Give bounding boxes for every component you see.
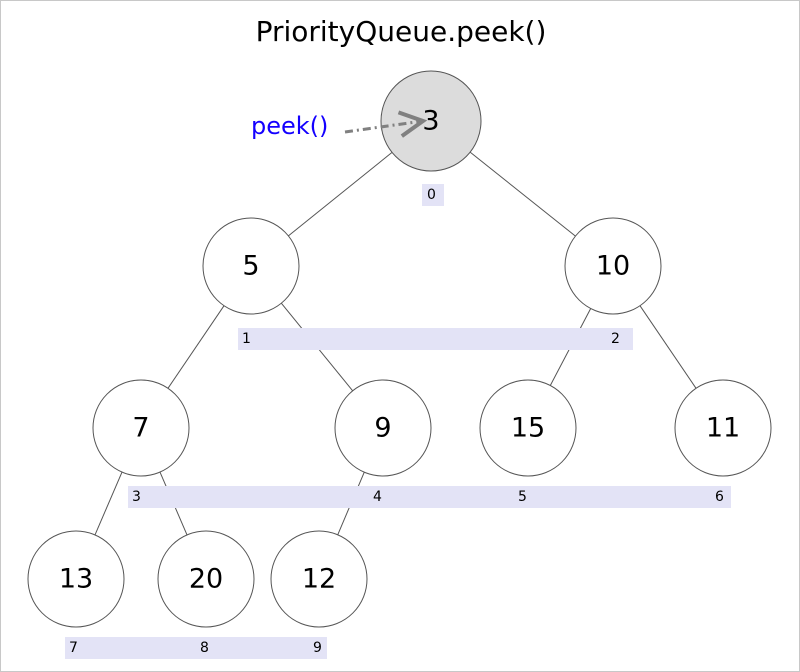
node-index-label: 7 (69, 640, 78, 656)
tree-edge (469, 151, 576, 237)
tree-edge (288, 151, 393, 237)
node-index-label: 0 (427, 187, 436, 203)
node-index-label: 3 (132, 489, 141, 505)
node-index-label: 4 (373, 489, 382, 505)
node-index-label: 1 (242, 331, 251, 347)
tree-node[interactable] (674, 379, 772, 477)
peek-annotation-label: peek() (251, 112, 329, 140)
index-band (128, 486, 731, 508)
tree-node[interactable] (270, 530, 368, 628)
peek-arrow-shaft (344, 119, 424, 134)
tree-edge (167, 305, 225, 389)
index-band (65, 637, 327, 659)
node-index-label: 8 (200, 640, 209, 656)
tree-node[interactable] (157, 530, 255, 628)
index-band (238, 328, 633, 350)
tree-edge (94, 471, 123, 536)
tree-node[interactable] (27, 530, 125, 628)
node-index-label: 9 (313, 640, 322, 656)
page-title: PriorityQueue.peek() (255, 15, 547, 48)
tree-node[interactable] (92, 379, 190, 477)
tree-node[interactable] (202, 217, 300, 315)
node-index-label: 5 (518, 489, 527, 505)
node-index-label: 6 (715, 489, 724, 505)
node-index-label: 2 (611, 331, 620, 347)
tree-node[interactable] (564, 217, 662, 315)
tree-node-highlighted[interactable] (380, 70, 482, 172)
tree-edge (639, 305, 697, 389)
index-band (422, 184, 444, 206)
peek-arrow-head (397, 110, 428, 138)
tree-node[interactable] (479, 379, 577, 477)
tree-node[interactable] (334, 379, 432, 477)
